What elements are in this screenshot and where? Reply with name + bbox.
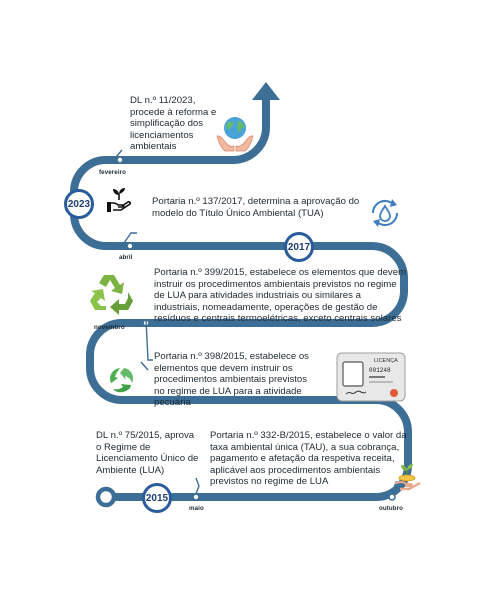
month-abril: abril [119,254,133,261]
month-fevereiro: fevereiro [99,169,127,176]
road-start-ring [95,486,117,508]
recycle-arrows-icon [86,270,138,320]
event-dl-11-2023: DL n.º 11/2023, procede à reforma e simp… [130,95,217,153]
milestone-fevereiro [116,156,124,164]
year-badge-2017: 2017 [284,232,314,262]
milestone-outubro [388,493,396,501]
event-dl-75-2015: DL n.º 75/2015, aprova o Regime de Licen… [96,430,199,476]
license-title: LICENÇA [374,358,398,364]
year-badge-2023: 2023 [64,189,94,219]
month-outubro: outubro [379,505,404,512]
milestone-abril [126,242,134,250]
license-number: 001248 [369,367,391,374]
event-portaria-137-2017: Portaria n.º 137/2017, determina a aprov… [152,196,360,219]
coin-plant-icon [392,462,424,492]
connector-ticks [115,149,406,495]
event-portaria-399-2015: Portaria n.º 399/2015, estabelece os ele… [154,267,407,325]
plant-hand-icon [106,186,132,214]
month-maio: maio [189,505,204,512]
license-card-icon: LICENÇA 001248 [336,352,406,402]
road-line [70,100,412,501]
milestone-maio [192,493,200,501]
recycle-leaf-icon [104,364,138,396]
year-badge-2015: 2015 [142,483,172,513]
recycle-cycle-icon [365,193,405,233]
road-arrow-head [252,82,280,100]
month-novembro: novembro [94,324,125,331]
event-portaria-398-2015: Portaria n.º 398/2015, estabelece os ele… [154,351,309,409]
event-portaria-332b-2015: Portaria n.º 332-B/2015, estabelece o va… [210,430,407,488]
globe-hands-icon [214,112,256,154]
